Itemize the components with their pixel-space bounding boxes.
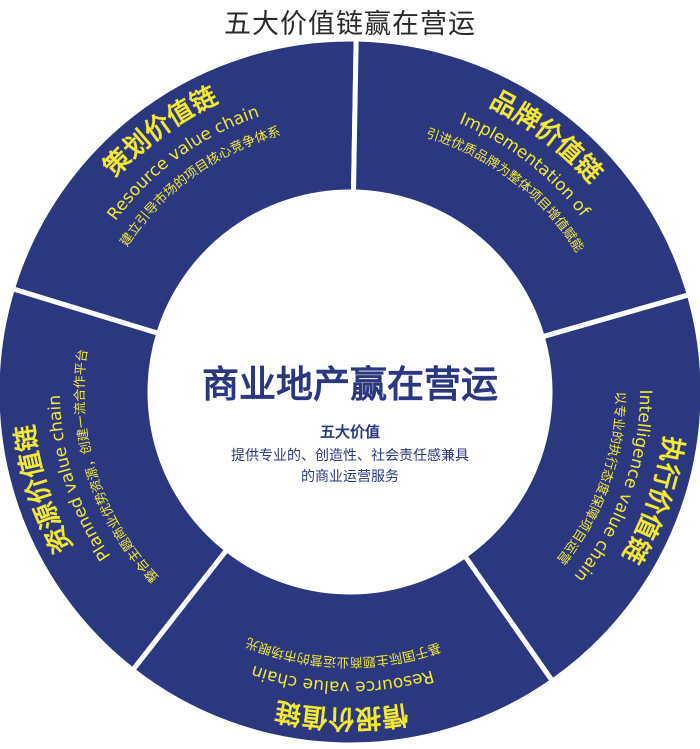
center-description-line-1: 提供专业的、创造性、社会责任感兼具 xyxy=(231,447,469,464)
center-description-line-2: 的商业运营服务 xyxy=(301,469,399,485)
center-title: 商业地产赢在营运 xyxy=(202,363,498,406)
diagram-title: 五大价值链赢在营运 xyxy=(224,9,476,40)
center-subtitle: 五大价值 xyxy=(320,423,380,441)
center-disc xyxy=(150,192,550,592)
